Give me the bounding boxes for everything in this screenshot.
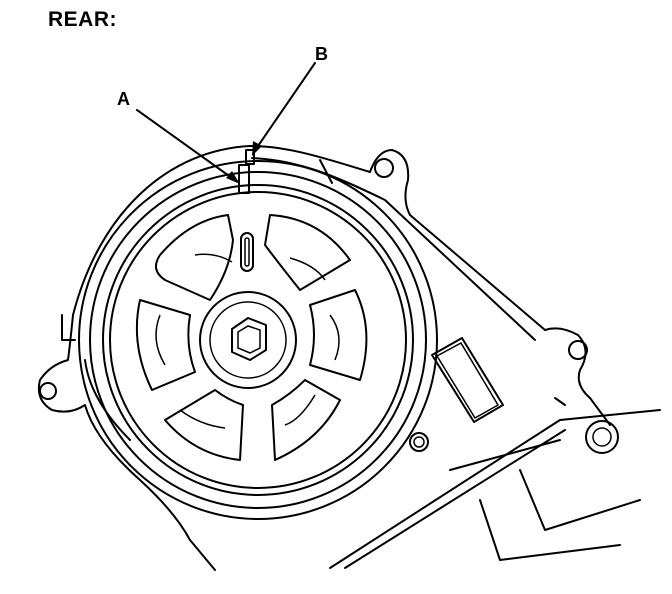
mounting-boss-left — [39, 382, 57, 400]
pulley-hub — [199, 291, 297, 389]
view-heading: REAR: — [48, 8, 117, 31]
leader-line-b — [252, 62, 316, 156]
pulley — [78, 160, 438, 520]
leader-line-a — [136, 109, 240, 184]
pulley-spoke-windows — [135, 214, 368, 461]
housing-outline — [37, 145, 661, 571]
mounting-boss-right — [568, 340, 588, 360]
housing-slot — [431, 337, 504, 423]
mounting-boss-lower-right — [409, 432, 429, 452]
mounting-boss-far-right — [585, 420, 619, 454]
hex-nut — [231, 317, 267, 361]
housing-pointer-mark — [245, 149, 255, 165]
callout-label-a: A — [117, 89, 130, 109]
callout-label-b: B — [315, 44, 328, 64]
pulley-face-slot — [240, 232, 254, 272]
mounting-boss-top-right — [374, 158, 394, 178]
pulley-alignment-mark — [238, 164, 250, 194]
